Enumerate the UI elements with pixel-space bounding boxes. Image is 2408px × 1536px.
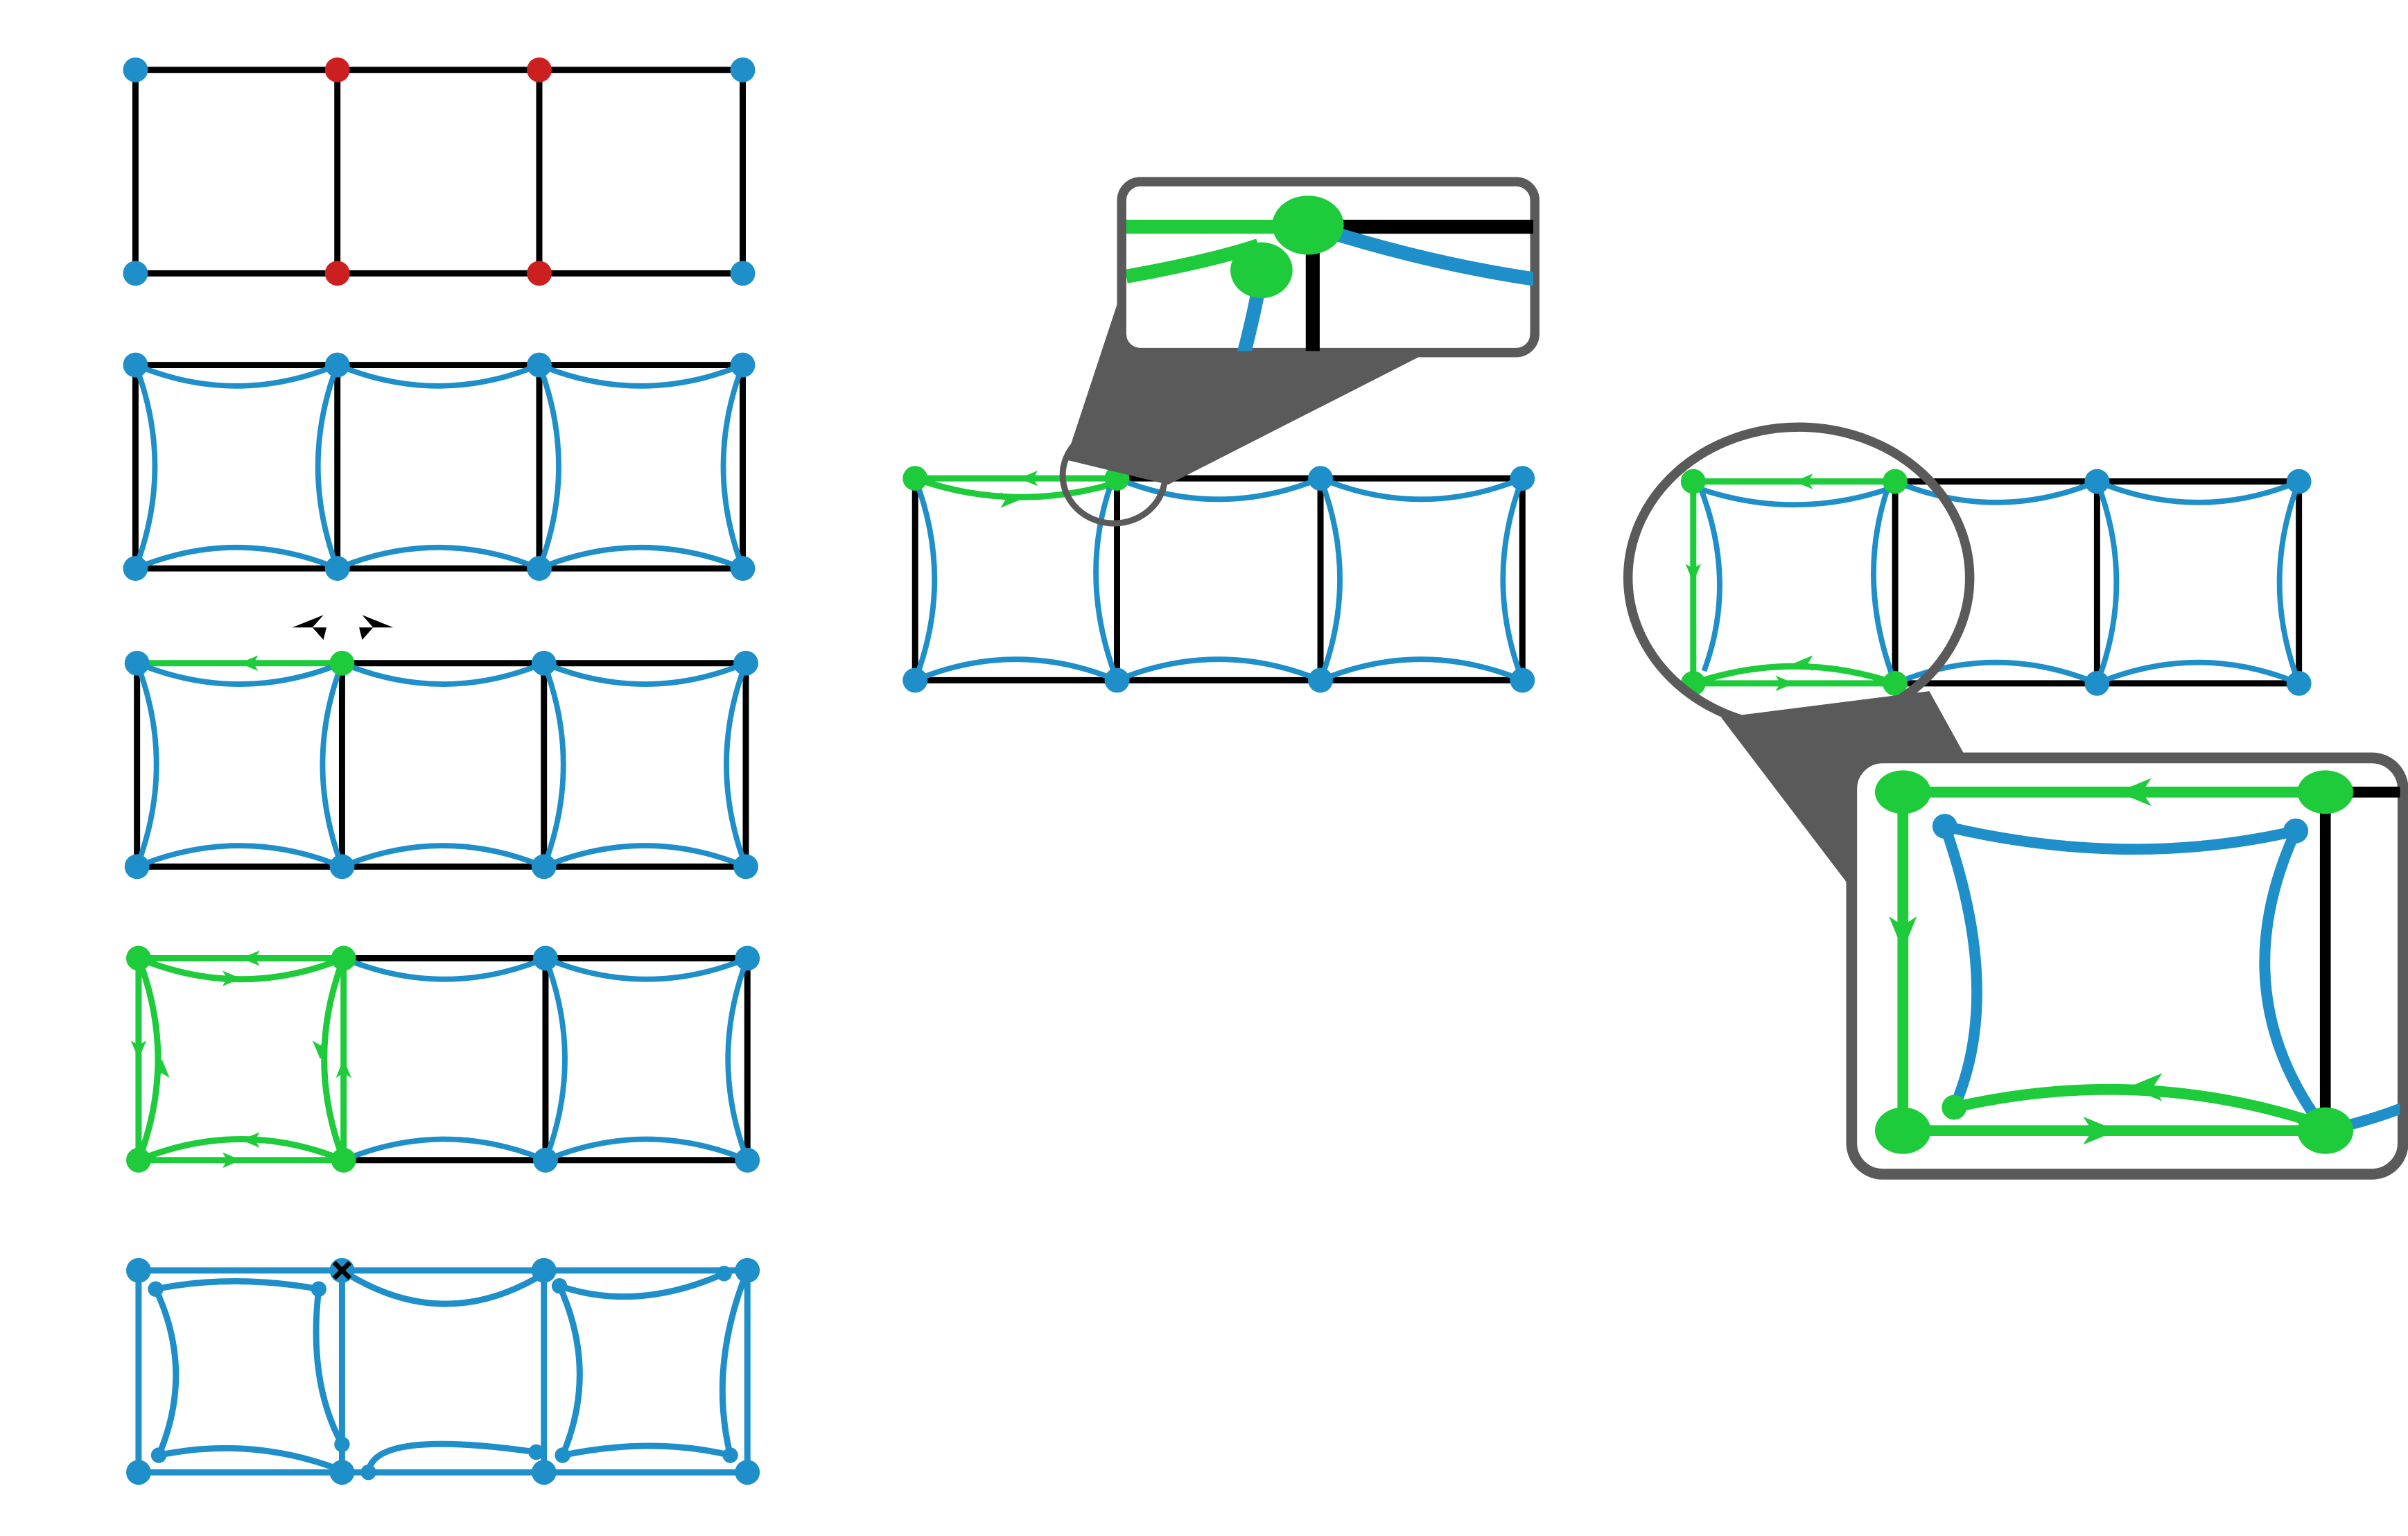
panel-7-grid	[1623, 422, 2408, 1180]
panel-4-grid	[125, 945, 760, 1173]
magnifier-lens	[1623, 422, 1975, 733]
panel-1-vertices	[123, 57, 756, 286]
panel-3-grid	[124, 615, 758, 880]
zoom-callout-a	[1117, 177, 1539, 358]
x-mark-icon	[329, 1257, 355, 1283]
panel-2-vertices	[123, 352, 756, 582]
panel-6-grid	[902, 177, 1539, 693]
panel-3-curves	[134, 661, 749, 869]
magnifier-lens	[1059, 424, 1169, 527]
panel-2-curves	[132, 362, 746, 571]
zoom-callout-b	[1846, 752, 2408, 1180]
panel-5-grid	[125, 1257, 760, 1485]
panel-1-grid	[123, 57, 756, 286]
magnifier-cone	[1721, 691, 1970, 893]
left-right-arrows-icon	[292, 615, 394, 640]
panel-2-grid	[123, 352, 756, 582]
